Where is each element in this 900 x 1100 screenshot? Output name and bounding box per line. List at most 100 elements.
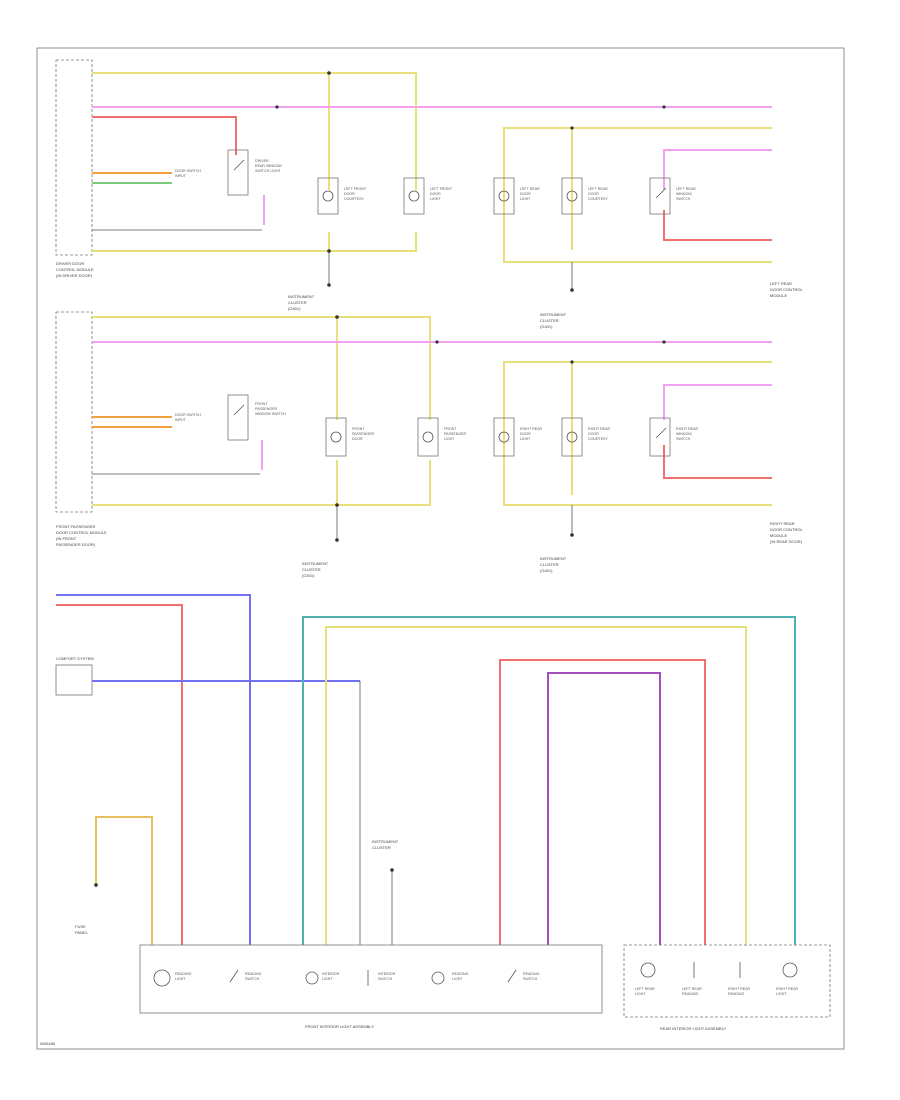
svg-text:DOOR CONTROL: DOOR CONTROL	[770, 287, 803, 292]
svg-text:WINDOW SWITCH: WINDOW SWITCH	[255, 412, 286, 416]
svg-text:INSTRUMENT: INSTRUMENT	[372, 839, 399, 844]
svg-text:DRIVER: DRIVER	[255, 159, 269, 163]
svg-text:RIGHT REAR: RIGHT REAR	[728, 987, 751, 991]
svg-text:MODULE: MODULE	[770, 533, 787, 538]
svg-text:FRONT: FRONT	[352, 427, 365, 431]
section-left-rear-door: LEFT REAR DOOR LIGHT LEFT REAR DOOR COUR…	[493, 126, 803, 329]
section-passenger-door: FRONT PASSENGER DOOR CONTROL MODULE (IN …	[55, 311, 772, 578]
svg-text:LIGHT: LIGHT	[520, 197, 531, 201]
svg-text:LEFT FRONT: LEFT FRONT	[344, 187, 367, 191]
svg-text:FUSE: FUSE	[75, 924, 86, 929]
svg-text:DOOR SWITCH: DOOR SWITCH	[175, 169, 201, 173]
section-driver-door: DRIVER DOOR CONTROL MODULE (IN DRIVER DO…	[55, 59, 772, 311]
svg-text:READING: READING	[452, 972, 469, 976]
svg-text:LIGHT: LIGHT	[430, 197, 441, 201]
svg-text:RIGHT REAR: RIGHT REAR	[676, 427, 699, 431]
svg-text:(IN FRONT: (IN FRONT	[56, 536, 77, 541]
svg-text:RIGHT REAR: RIGHT REAR	[520, 427, 543, 431]
svg-text:LEFT REAR: LEFT REAR	[676, 187, 696, 191]
svg-text:RIGHT REAR: RIGHT REAR	[770, 521, 795, 526]
svg-text:LEFT REAR: LEFT REAR	[682, 987, 702, 991]
svg-text:DOOR: DOOR	[430, 192, 441, 196]
svg-text:READING: READING	[175, 972, 192, 976]
svg-text:INTERIOR: INTERIOR	[322, 972, 340, 976]
svg-text:DOOR: DOOR	[520, 432, 531, 436]
svg-text:SWITCH: SWITCH	[245, 977, 260, 981]
svg-text:DOOR: DOOR	[588, 432, 599, 436]
svg-text:FRONT INTERIOR LIGHT ASSEMBLY: FRONT INTERIOR LIGHT ASSEMBLY	[305, 1024, 374, 1029]
svg-text:SWITCH: SWITCH	[378, 977, 393, 981]
svg-text:DOOR: DOOR	[344, 192, 355, 196]
diagram-code: W00488	[40, 1041, 56, 1046]
svg-text:CONTROL MODULE: CONTROL MODULE	[56, 267, 94, 272]
svg-text:CLUSTER: CLUSTER	[302, 567, 321, 572]
svg-text:WINDOW: WINDOW	[676, 432, 692, 436]
svg-text:FRONT: FRONT	[444, 427, 457, 431]
svg-text:(G401): (G401)	[288, 306, 301, 311]
rear-interior-light-assembly	[623, 944, 831, 1018]
svg-text:LEFT REAR: LEFT REAR	[770, 281, 792, 286]
svg-text:INPUT: INPUT	[175, 418, 187, 422]
svg-text:(IN REAR DOOR): (IN REAR DOOR)	[770, 539, 803, 544]
svg-text:INSTRUMENT: INSTRUMENT	[540, 556, 567, 561]
svg-text:FRONT PASSENGER: FRONT PASSENGER	[56, 524, 96, 529]
section-right-rear-door: RIGHT REAR DOOR LIGHT RIGHT REAR DOOR CO…	[493, 360, 803, 573]
svg-text:PANEL: PANEL	[75, 930, 89, 935]
svg-text:LIGHT: LIGHT	[635, 992, 646, 996]
svg-text:RIGHT REAR: RIGHT REAR	[776, 987, 799, 991]
svg-text:SWITCH: SWITCH	[676, 437, 691, 441]
svg-text:DOOR CONTROL: DOOR CONTROL	[770, 527, 803, 532]
svg-text:CLUSTER: CLUSTER	[540, 318, 559, 323]
svg-text:COURTESY: COURTESY	[588, 197, 609, 201]
svg-text:COURTESY: COURTESY	[588, 437, 609, 441]
passenger-door-control-module	[55, 311, 93, 513]
svg-text:(G401): (G401)	[302, 573, 315, 578]
svg-text:WINDOW: WINDOW	[676, 192, 692, 196]
comfort-system-control-module	[55, 664, 93, 696]
svg-text:INSTRUMENT: INSTRUMENT	[288, 294, 315, 299]
svg-text:INPUT: INPUT	[175, 174, 187, 178]
svg-text:SWITCH: SWITCH	[523, 977, 538, 981]
svg-text:(G401): (G401)	[540, 324, 553, 329]
svg-text:LEFT REAR: LEFT REAR	[520, 187, 540, 191]
svg-text:LIGHT: LIGHT	[452, 977, 463, 981]
svg-text:LEFT REAR: LEFT REAR	[635, 987, 655, 991]
svg-text:LIGHT: LIGHT	[175, 977, 186, 981]
svg-text:DOOR: DOOR	[352, 437, 363, 441]
svg-text:LEFT FRONT: LEFT FRONT	[430, 187, 453, 191]
svg-text:COURTESY: COURTESY	[344, 197, 365, 201]
svg-text:CLUSTER: CLUSTER	[540, 562, 559, 567]
svg-text:LIGHT: LIGHT	[322, 977, 333, 981]
svg-text:COMFORT SYSTEM: COMFORT SYSTEM	[56, 656, 94, 661]
svg-text:LIGHT: LIGHT	[776, 992, 787, 996]
svg-text:INTERIOR: INTERIOR	[378, 972, 396, 976]
svg-text:DOOR: DOOR	[588, 192, 599, 196]
svg-text:SWITCH: SWITCH	[676, 197, 691, 201]
svg-text:MODULE: MODULE	[770, 293, 787, 298]
driver-door-control-module	[55, 59, 93, 256]
diagram-frame	[36, 47, 845, 1050]
svg-text:LIGHT: LIGHT	[520, 437, 531, 441]
svg-text:INSTRUMENT: INSTRUMENT	[302, 561, 329, 566]
svg-text:CLUSTER: CLUSTER	[288, 300, 307, 305]
svg-text:DRIVER DOOR: DRIVER DOOR	[56, 261, 84, 266]
svg-text:PASSENGER: PASSENGER	[255, 407, 278, 411]
svg-text:FRONT: FRONT	[255, 402, 268, 406]
svg-text:RIGHT REAR: RIGHT REAR	[588, 427, 611, 431]
svg-text:CLUSTER: CLUSTER	[372, 845, 391, 850]
svg-text:READING: READING	[245, 972, 262, 976]
svg-text:(G401): (G401)	[540, 568, 553, 573]
svg-text:DOOR SWITCH: DOOR SWITCH	[175, 413, 201, 417]
svg-text:READING: READING	[728, 992, 745, 996]
svg-text:INSTRUMENT: INSTRUMENT	[540, 312, 567, 317]
front-interior-light-assembly	[139, 944, 603, 1014]
svg-text:PASSENGER: PASSENGER	[444, 432, 467, 436]
svg-text:REAR INTERIOR LIGHT ASSEMBLY: REAR INTERIOR LIGHT ASSEMBLY	[660, 1026, 727, 1031]
section-interior-lights: COMFORT SYSTEM FUSE PANEL INSTRUMENT CLU…	[55, 594, 831, 1031]
svg-text:READING: READING	[523, 972, 540, 976]
svg-text:REAR WINDOW: REAR WINDOW	[255, 164, 282, 168]
svg-text:LEFT REAR: LEFT REAR	[588, 187, 608, 191]
svg-text:DOOR: DOOR	[520, 192, 531, 196]
svg-text:PASSENGER DOOR): PASSENGER DOOR)	[56, 542, 96, 547]
